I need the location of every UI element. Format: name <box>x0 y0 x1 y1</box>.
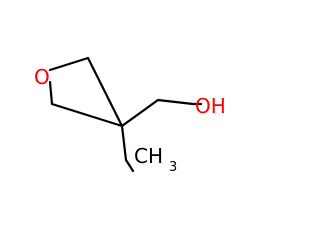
bond-quat-ch2 <box>120 98 160 128</box>
hydroxyl-label: OH <box>195 94 226 118</box>
bond-c-upper-quat <box>86 56 124 128</box>
ring-oxygen-label: O <box>34 65 50 89</box>
methyl-subscript: 3 <box>169 160 177 175</box>
bond-c-lower-o <box>48 80 54 106</box>
bond-quat-ethyl <box>120 124 128 162</box>
bond-ethyl-methyl <box>124 158 135 173</box>
bond-quat-c-lower <box>50 102 124 128</box>
oxetane-ethanol-structure: O OH CH 3 <box>34 56 226 175</box>
structure-canvas: O OH CH 3 <box>34 56 226 175</box>
bond-o-c-upper <box>48 56 90 72</box>
bond-ch2-ch2 <box>156 98 195 106</box>
methyl-label: CH <box>134 144 163 168</box>
